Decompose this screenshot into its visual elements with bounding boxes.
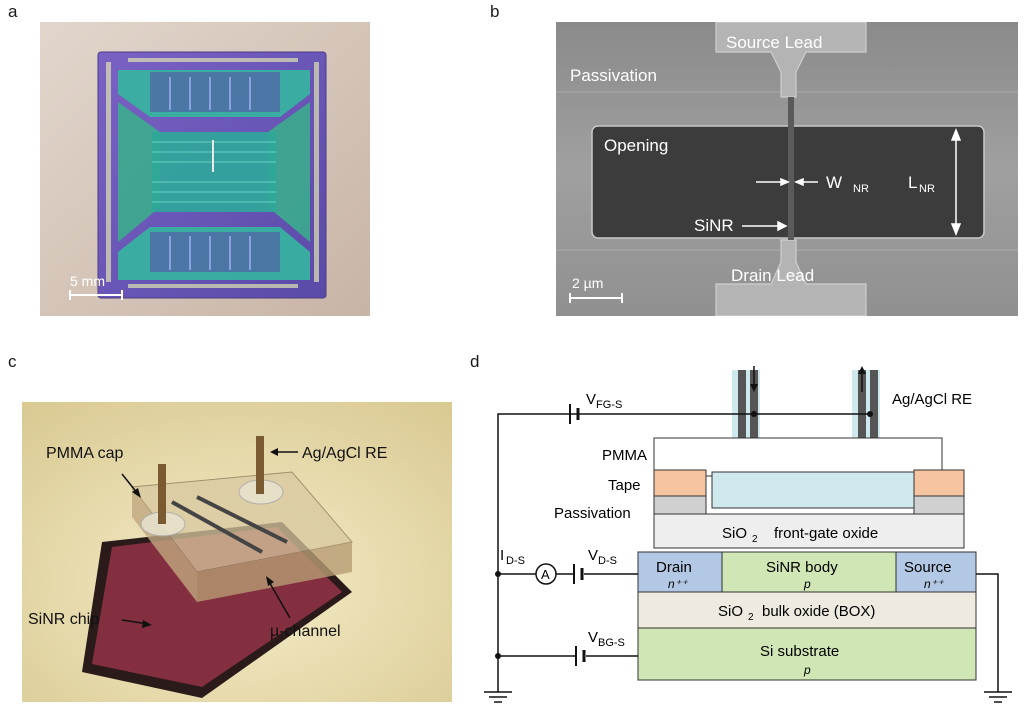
passivation-left (653, 495, 707, 515)
box-label: bulk oxide (BOX) (762, 603, 875, 620)
scalebar-a-label: 5 mm (70, 273, 105, 289)
substrate-doping: p (803, 663, 811, 677)
front-gate-oxide-label: front-gate oxide (774, 525, 878, 542)
lnr-arrow (950, 127, 962, 237)
panel-label-d: d (470, 352, 480, 371)
passivation-label: Passivation (570, 66, 657, 85)
wnr-subscript: NR (853, 183, 869, 195)
lnr-label: L (908, 173, 917, 192)
source-region (895, 551, 977, 593)
drain-region (637, 551, 723, 593)
panel-label-c: c (8, 352, 17, 371)
sio2-front-subscript: 2 (752, 534, 758, 545)
panel-c-device-photo: PMMA cap Ag/AgCl RE SiNR chip µ-channel (22, 402, 452, 702)
si-substrate (637, 627, 977, 681)
ground-right (984, 691, 1012, 703)
mu-channel-label: µ-channel (270, 623, 341, 640)
drain-lead-label: Drain Lead (731, 266, 814, 285)
panel-label-a: a (8, 2, 18, 21)
vds-subscript: D-S (598, 555, 617, 567)
wnr-arrows (756, 177, 818, 187)
vbgs-label: V (588, 629, 598, 646)
scalebar-b-label: 2 µm (572, 275, 603, 291)
silicon-chip (97, 51, 327, 299)
source-label: Source (904, 559, 952, 576)
panel-d-schematic: A V FG-S Ag/AgCl RE PMMA Tape Passivatio… (484, 366, 1012, 703)
vds-label: V (588, 547, 598, 564)
microchannel (711, 471, 915, 509)
sinr-label: SiNR (694, 216, 734, 235)
si-substrate-label: Si substrate (760, 643, 839, 660)
ammeter-symbol (535, 563, 557, 585)
drain-label: Drain (656, 559, 692, 576)
vbgs-subscript: BG-S (598, 637, 625, 649)
front-gate-oxide (653, 513, 965, 549)
pmma-cap-label: PMMA cap (46, 445, 123, 462)
battery-bg (575, 646, 586, 666)
tape-right (913, 469, 965, 497)
sio2-box-subscript: 2 (748, 612, 754, 623)
ids-label: I (500, 547, 504, 564)
sinr-wire (788, 97, 794, 240)
tape-left (653, 469, 707, 497)
drain-doping: n⁺⁺ (668, 577, 689, 591)
ammeter-label: A (541, 567, 550, 582)
sio2-front-label: SiO (722, 525, 747, 542)
ground-left (484, 691, 512, 703)
sinr-body-label: SiNR body (766, 559, 838, 576)
sinr-arrow (742, 220, 788, 232)
ids-subscript: D-S (506, 555, 525, 567)
electrodes (140, 436, 284, 537)
panel-a-chip-photo: 5 mm (40, 22, 370, 316)
vfgs-label: V (586, 391, 596, 408)
battery-ds (573, 564, 584, 584)
drain-lead-shape (715, 239, 867, 316)
source-lead-label: Source Lead (726, 33, 822, 52)
scalebar-a: 5 mm (69, 273, 123, 300)
source-lead-shape (715, 22, 867, 98)
passivation-label-d: Passivation (554, 505, 631, 522)
tape-label: Tape (608, 477, 641, 494)
pmma-label: PMMA (602, 447, 647, 464)
circuit-nodes (495, 411, 873, 659)
vfgs-subscript: FG-S (596, 399, 622, 411)
scalebar-b: 2 µm (569, 275, 623, 303)
panel-b-sem-image: Source Lead Passivation Opening W NR L N… (556, 22, 1018, 316)
sinr-body-region (721, 551, 897, 593)
body-doping: p (803, 577, 811, 591)
source-doping: n⁺⁺ (924, 577, 945, 591)
agagcl-re-label-d: Ag/AgCl RE (892, 391, 972, 408)
wnr-label: W (826, 173, 842, 192)
agagcl-re-label-c: Ag/AgCl RE (302, 445, 387, 462)
lnr-subscript: NR (919, 183, 935, 195)
battery-fg (569, 404, 580, 424)
circuit-wires (497, 413, 999, 692)
sio2-box-label: SiO (718, 603, 743, 620)
panel-label-b: b (490, 2, 500, 21)
passivation-right (913, 495, 965, 515)
sinr-chip-label: SiNR chip (28, 611, 99, 628)
opening-label: Opening (604, 136, 668, 155)
box-layer (637, 591, 977, 629)
